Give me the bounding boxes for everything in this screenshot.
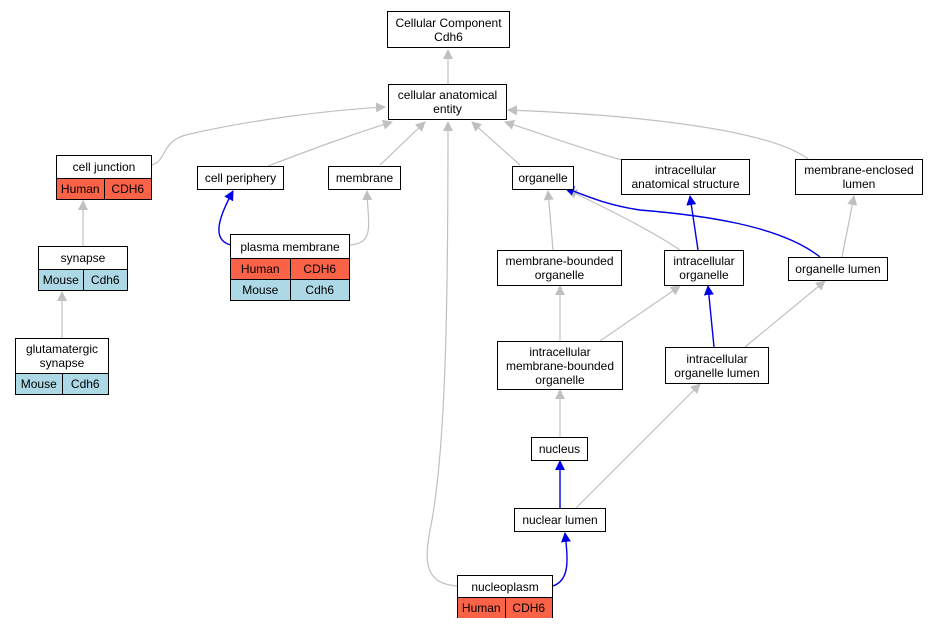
node-cell-junction[interactable]: cell junction Human CDH6 — [56, 155, 152, 200]
node-cell-periphery[interactable]: cell periphery — [197, 166, 284, 190]
node-label: Cellular Component Cdh6 — [395, 15, 502, 44]
node-label: plasma membrane — [240, 239, 340, 254]
species-cell: Human — [231, 259, 290, 279]
species-cell: Mouse — [231, 280, 290, 300]
node-nuclear-lumen[interactable]: nuclear lumen — [514, 508, 606, 532]
species-cell: Human — [458, 598, 505, 618]
node-label: nuclear lumen — [522, 513, 598, 527]
node-cellular-component[interactable]: Cellular Component Cdh6 — [387, 11, 510, 48]
node-membrane[interactable]: membrane — [328, 166, 401, 190]
edge-cell-junction-to-cae — [151, 102, 386, 166]
node-membrane-enclosed-lumen[interactable]: membrane-enclosed lumen — [795, 159, 923, 195]
edge-mbo-to-organelle — [543, 190, 554, 251]
node-label: nucleus — [538, 442, 581, 456]
edge-cell-periphery-to-cae — [267, 119, 393, 167]
node-label: membrane-enclosed lumen — [804, 163, 914, 191]
edge-np-to-cae — [426, 121, 459, 587]
annotation-row: Mouse Cdh6 — [16, 373, 108, 394]
edge-ol-part-of-organelle — [564, 186, 821, 258]
node-label: glutamatergic synapse — [25, 342, 99, 370]
annotation-row: Human CDH6 — [231, 258, 349, 279]
edge-iol-part-of-io — [703, 285, 715, 348]
node-label: organelle — [518, 171, 568, 185]
edge-mel-to-cae — [507, 105, 809, 160]
node-membrane-bounded-organelle[interactable]: membrane-bounded organelle — [497, 250, 622, 286]
node-label: nucleoplasm — [471, 579, 539, 594]
node-organelle[interactable]: organelle — [512, 166, 574, 190]
node-intracellular-organelle-lumen[interactable]: intracellular organelle lumen — [665, 347, 769, 384]
annotation-row: Mouse Cdh6 — [39, 269, 127, 290]
node-label: cell periphery — [204, 171, 277, 185]
node-intracellular-anatomical-structure[interactable]: intracellular anatomical structure — [621, 159, 750, 195]
edge-nl-to-iol — [575, 383, 701, 509]
edge-membrane-to-cae — [379, 121, 426, 166]
edge-imbo-to-io — [599, 285, 681, 342]
node-label: cellular anatomical entity — [397, 88, 498, 116]
edge-np-part-of-nl — [552, 532, 571, 587]
gene-cell: CDH6 — [289, 259, 349, 279]
gene-cell: Cdh6 — [82, 270, 127, 290]
edge-io-part-of-ias — [686, 195, 699, 251]
node-label: cell junction — [72, 160, 136, 174]
edge-plasma-membrane-to-membrane — [349, 190, 373, 246]
node-nucleus[interactable]: nucleus — [531, 437, 588, 461]
gene-cell: Cdh6 — [289, 280, 349, 300]
edge-ol-to-mel — [841, 195, 858, 258]
node-label: organelle lumen — [795, 262, 881, 276]
node-intracellular-organelle[interactable]: intracellular organelle — [664, 250, 744, 286]
gene-cell: Cdh6 — [61, 374, 108, 394]
edge-io-to-organelle — [567, 189, 681, 251]
species-cell: Human — [57, 179, 104, 199]
node-label: membrane — [335, 171, 394, 185]
annotation-row: Human CDH6 — [57, 178, 151, 199]
node-intracellular-membrane-bounded-organelle[interactable]: intracellular membrane-bounded organelle — [497, 341, 623, 390]
annotation-row: Human CDH6 — [458, 597, 552, 618]
node-label: intracellular membrane-bounded organelle — [505, 344, 615, 387]
node-synapse[interactable]: synapse Mouse Cdh6 — [38, 246, 128, 291]
node-organelle-lumen[interactable]: organelle lumen — [788, 257, 888, 281]
annotation-row: Mouse Cdh6 — [231, 279, 349, 300]
edge-organelle-to-cae — [471, 121, 521, 166]
species-cell: Mouse — [39, 270, 83, 290]
species-cell: Mouse — [16, 374, 62, 394]
node-label: intracellular organelle lumen — [674, 351, 760, 380]
gene-cell: CDH6 — [504, 598, 552, 618]
edge-plasma-membrane-part-of-cell-periphery — [218, 190, 234, 246]
node-label: intracellular anatomical structure — [631, 163, 740, 191]
node-cellular-anatomical-entity[interactable]: cellular anatomical entity — [388, 84, 507, 120]
node-label: membrane-bounded organelle — [505, 254, 614, 282]
node-label: intracellular organelle — [673, 254, 735, 282]
node-glutamatergic-synapse[interactable]: glutamatergic synapse Mouse Cdh6 — [15, 338, 109, 395]
edge-iol-to-ol — [744, 280, 826, 348]
node-plasma-membrane[interactable]: plasma membrane Human CDH6 Mouse Cdh6 — [230, 234, 350, 301]
gene-cell: CDH6 — [103, 179, 151, 199]
node-label: synapse — [60, 251, 106, 265]
edge-ias-to-cae — [504, 120, 623, 161]
node-nucleoplasm[interactable]: nucleoplasm Human CDH6 — [457, 575, 553, 618]
